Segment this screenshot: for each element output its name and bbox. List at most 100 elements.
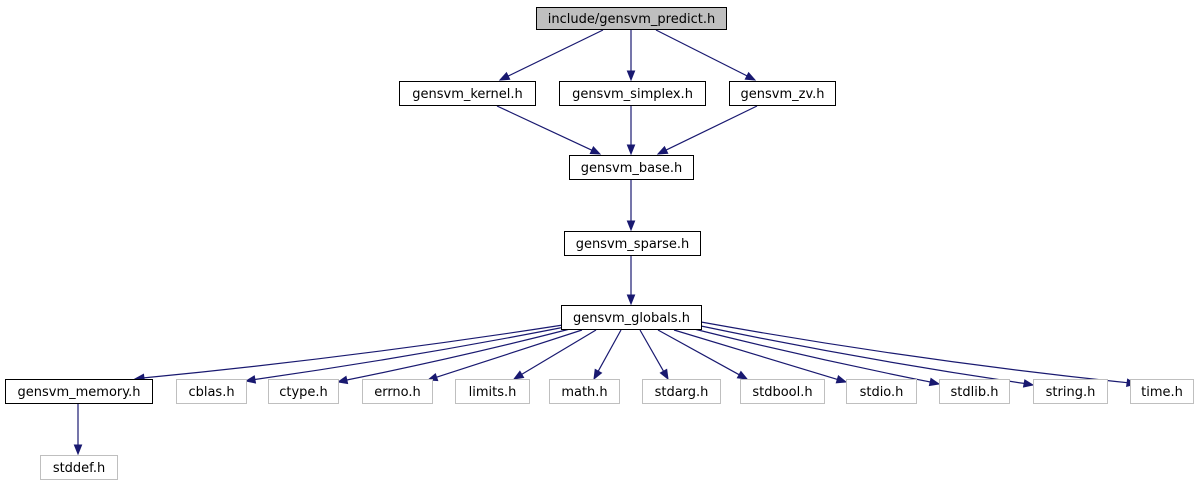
- node-box: [846, 379, 917, 404]
- node-label: ctype.h: [279, 385, 328, 400]
- node-limits: limits.h: [455, 379, 530, 404]
- edge-globals-to-ctype: [336, 328, 571, 385]
- edge-arrowhead: [626, 294, 636, 306]
- edge-line: [346, 328, 571, 381]
- edge-arrowhead: [1022, 379, 1035, 388]
- node-box: [740, 379, 825, 404]
- edge-arrowhead: [835, 375, 848, 384]
- node-base[interactable]: gensvm_base.h: [569, 155, 694, 180]
- node-stdbool: stdbool.h: [740, 379, 825, 404]
- node-stdlib: stdlib.h: [939, 379, 1010, 404]
- edge-memory-to-stddef: [73, 404, 83, 456]
- node-stdarg: stdarg.h: [642, 379, 721, 404]
- node-label: gensvm_globals.h: [573, 311, 690, 326]
- edge-line: [597, 329, 622, 372]
- edge-line: [496, 105, 593, 151]
- node-sparse[interactable]: gensvm_sparse.h: [564, 231, 701, 256]
- node-label: stdbool.h: [752, 385, 812, 400]
- edge-arrowhead: [659, 368, 669, 381]
- edge-line: [700, 325, 1025, 384]
- edge-sparse-to-globals: [626, 256, 636, 306]
- edge-arrowhead: [736, 370, 749, 380]
- edge-line: [143, 324, 564, 379]
- node-box: [268, 379, 339, 404]
- edge-globals-to-memory: [133, 324, 564, 383]
- node-stdio: stdio.h: [846, 379, 917, 404]
- edge-arrowhead: [626, 220, 636, 232]
- node-math: math.h: [549, 379, 620, 404]
- node-box: [1130, 379, 1194, 404]
- edge-kernel-to-base: [496, 105, 602, 155]
- node-box: [939, 379, 1010, 404]
- node-simplex[interactable]: gensvm_simplex.h: [559, 81, 706, 106]
- node-string: string.h: [1033, 379, 1108, 404]
- edge-predict-to-simplex: [626, 30, 636, 82]
- edge-line: [700, 321, 1128, 384]
- node-label: stdarg.h: [655, 385, 709, 400]
- node-box: [536, 7, 727, 30]
- node-label: gensvm_memory.h: [18, 385, 141, 400]
- edge-globals-to-math: [593, 329, 622, 381]
- edge-arrowhead: [626, 70, 636, 82]
- edge-arrowhead: [336, 375, 349, 385]
- node-box: [5, 379, 153, 404]
- node-label: include/gensvm_predict.h: [548, 12, 715, 27]
- node-box: [569, 155, 694, 180]
- node-label: errno.h: [374, 385, 421, 400]
- edge-arrowhead: [512, 370, 525, 380]
- edge-line: [657, 329, 740, 376]
- edge-line: [639, 329, 665, 372]
- node-kernel[interactable]: gensvm_kernel.h: [399, 81, 536, 106]
- edge-base-to-sparse: [626, 180, 636, 232]
- node-box: [362, 379, 433, 404]
- edge-globals-to-stdio: [673, 329, 848, 384]
- edge-line: [507, 29, 604, 77]
- edge-line: [521, 329, 597, 375]
- edge-line: [436, 329, 583, 378]
- edge-line: [689, 327, 931, 383]
- node-label: gensvm_sparse.h: [576, 237, 690, 252]
- node-label: stdlib.h: [951, 385, 999, 400]
- node-cblas: cblas.h: [176, 379, 247, 404]
- node-label: gensvm_zv.h: [741, 87, 825, 102]
- node-label: stddef.h: [53, 461, 105, 476]
- node-label: gensvm_base.h: [581, 161, 682, 176]
- node-label: gensvm_kernel.h: [412, 87, 523, 102]
- node-ctype: ctype.h: [268, 379, 339, 404]
- node-label: limits.h: [469, 385, 517, 400]
- edge-globals-to-stdarg: [639, 329, 669, 381]
- node-label: gensvm_simplex.h: [572, 87, 693, 102]
- node-globals[interactable]: gensvm_globals.h: [561, 305, 702, 330]
- edge-arrowhead: [744, 71, 757, 81]
- edge-predict-to-kernel: [498, 29, 604, 81]
- node-label: stdio.h: [860, 385, 904, 400]
- edge-globals-to-stdlib: [689, 327, 941, 387]
- edge-globals-to-errno: [426, 329, 583, 382]
- edge-arrowhead: [626, 144, 636, 156]
- node-label: cblas.h: [188, 385, 234, 400]
- edges-layer: [73, 29, 1138, 456]
- node-stddef: stddef.h: [40, 455, 118, 480]
- node-memory[interactable]: gensvm_memory.h: [5, 379, 153, 404]
- edge-line: [673, 329, 838, 380]
- edge-arrowhead: [593, 368, 603, 381]
- node-zv[interactable]: gensvm_zv.h: [729, 81, 836, 106]
- edge-globals-to-limits: [512, 329, 597, 380]
- node-label: string.h: [1046, 385, 1096, 400]
- edge-arrowhead: [928, 377, 941, 387]
- node-box: [176, 379, 247, 404]
- node-errno: errno.h: [362, 379, 433, 404]
- node-box: [1033, 379, 1108, 404]
- node-box: [729, 81, 836, 106]
- node-box: [642, 379, 721, 404]
- edge-arrowhead: [589, 146, 602, 155]
- edge-line: [254, 326, 566, 381]
- edge-zv-to-base: [656, 105, 758, 155]
- edge-globals-to-stdbool: [657, 329, 749, 380]
- edge-arrowhead: [73, 444, 83, 456]
- node-predict[interactable]: include/gensvm_predict.h: [536, 7, 727, 30]
- node-label: math.h: [561, 385, 607, 400]
- node-box: [561, 305, 702, 330]
